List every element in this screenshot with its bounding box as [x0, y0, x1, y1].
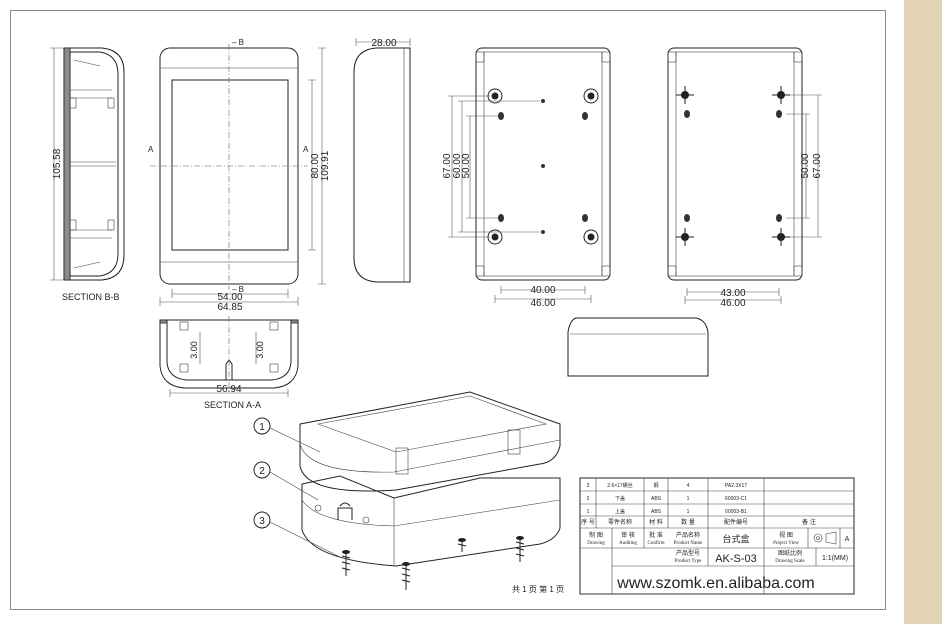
- dim-67-back: 67.00: [442, 153, 453, 178]
- dim-105-58: 105.58: [52, 148, 63, 179]
- part-2-no: 2: [587, 496, 590, 502]
- side-strip: [904, 0, 942, 624]
- side-view: 28.00: [353, 38, 411, 283]
- product-type-en: Product Type: [675, 559, 702, 564]
- part-1-qty: 1: [687, 509, 690, 515]
- auditing-en: Auditing: [619, 541, 637, 546]
- header-remark: 备 注: [802, 518, 816, 526]
- part-3-part-no: PA2.3X17: [725, 483, 747, 489]
- boss-holes: [487, 88, 599, 245]
- dim-40: 40.00: [530, 285, 555, 296]
- section-bb-view: 105.58 SECTION B-B: [50, 47, 125, 302]
- dim-3-left: 3.00: [189, 341, 199, 359]
- marker-b-bottom: – B: [232, 285, 244, 294]
- dim-67-upper: 67.00: [812, 153, 823, 178]
- drawing-cn: 制 图: [589, 531, 603, 539]
- part-3-qty: 4: [687, 483, 690, 489]
- project-view-letter: A: [845, 536, 850, 543]
- page-count: 共 1 页 第 1 页: [512, 584, 564, 594]
- dim-43: 43.00: [720, 288, 745, 299]
- confirm-cn: 批 准: [649, 531, 663, 539]
- confirm-en: Confirm: [648, 541, 665, 546]
- dim-46-back: 46.00: [530, 298, 555, 309]
- part-2-qty: 1: [687, 496, 690, 502]
- marker-a-right: A: [303, 145, 309, 154]
- product-type-cn: 产品型号: [676, 549, 700, 557]
- part-3-no: 3: [587, 483, 590, 489]
- project-view-cn: 视 图: [779, 531, 793, 539]
- header-part-no: 配件编号: [724, 518, 748, 526]
- dim-54: 54.00: [217, 292, 242, 303]
- auditing-cn: 审 核: [621, 531, 635, 539]
- product-name-value: 台式盒: [722, 533, 749, 544]
- upper-cover-perspective: [567, 317, 709, 377]
- section-bb-label: SECTION B-B: [62, 292, 120, 302]
- part-2-part-no: 60003-C1: [725, 496, 747, 502]
- dim-80: 80.00: [310, 153, 321, 178]
- dim-50-upper: 50.00: [800, 153, 811, 178]
- dim-64-85: 64.85: [217, 302, 242, 313]
- header-material: 材 料: [649, 518, 663, 526]
- dim-60-back: 60.00: [452, 153, 463, 178]
- screws: [341, 536, 525, 590]
- part-1-name: 上盖: [615, 508, 625, 515]
- callout-1: 1: [259, 422, 265, 433]
- cross-ribs: [676, 86, 790, 246]
- dim-3-right: 3.00: [255, 341, 265, 359]
- part-1-part-no: 60003-B1: [725, 509, 747, 515]
- dim-50-back: 50.00: [461, 153, 472, 178]
- part-2-material: ABS: [651, 496, 662, 502]
- header-qty: 数 量: [681, 518, 695, 526]
- website: www.szomk.en.alibaba.com: [616, 575, 814, 592]
- title-block: 3 2.6×17螺丝 钢 4 PA2.3X17 2 下盖 ABS 1 60003…: [579, 477, 855, 595]
- section-aa-view: 3.00 3.00 56.94 SECTION A-A: [159, 316, 299, 410]
- product-name-cn: 产品名称: [676, 531, 700, 539]
- projection-symbol-icon: [813, 531, 837, 545]
- exploded-isometric-view: 1 2 3: [253, 391, 561, 590]
- marker-a-left: A: [148, 145, 154, 154]
- scale-en: Drawing Scale: [775, 559, 805, 564]
- callout-3: 3: [259, 516, 265, 527]
- scale-cn: 图纸比例: [778, 549, 802, 557]
- project-view-en: Project View: [773, 541, 799, 546]
- back-view-lower: 67.00 60.00 50.00 40.00 46.00: [442, 47, 611, 309]
- back-view-upper: 50.00 67.00 43.00 46.00: [667, 47, 823, 309]
- header-no: 序 号: [581, 518, 595, 526]
- dim-109-91: 109.91: [320, 150, 331, 181]
- product-name-en: Product Name: [674, 541, 704, 546]
- drawing-en: Drawing: [587, 541, 605, 546]
- marker-b-top: – B: [232, 38, 244, 47]
- parts-list: 3 2.6×17螺丝 钢 4 PA2.3X17 2 下盖 ABS 1 60003…: [587, 482, 748, 515]
- callout-2: 2: [259, 466, 265, 477]
- part-1-no: 1: [587, 509, 590, 515]
- scale-value: 1:1(MM): [822, 555, 848, 562]
- part-2-name: 下盖: [615, 495, 625, 502]
- part-3-material: 钢: [653, 482, 658, 489]
- dim-28: 28.00: [371, 38, 396, 49]
- dim-56-94: 56.94: [216, 384, 241, 395]
- part-1-material: ABS: [651, 509, 662, 515]
- front-view: – B – B A A 54.00 64.85 80.00 109.91: [148, 38, 331, 313]
- parts-header: 序 号 零件名称 材 料 数 量 配件编号 备 注: [581, 518, 816, 526]
- dim-46-upper: 46.00: [720, 298, 745, 309]
- product-type-value: AK-S-03: [715, 553, 757, 565]
- section-aa-label: SECTION A-A: [204, 400, 261, 410]
- drawing-sheet: [10, 10, 886, 610]
- part-3-name: 2.6×17螺丝: [607, 482, 632, 489]
- header-name: 零件名称: [608, 518, 632, 526]
